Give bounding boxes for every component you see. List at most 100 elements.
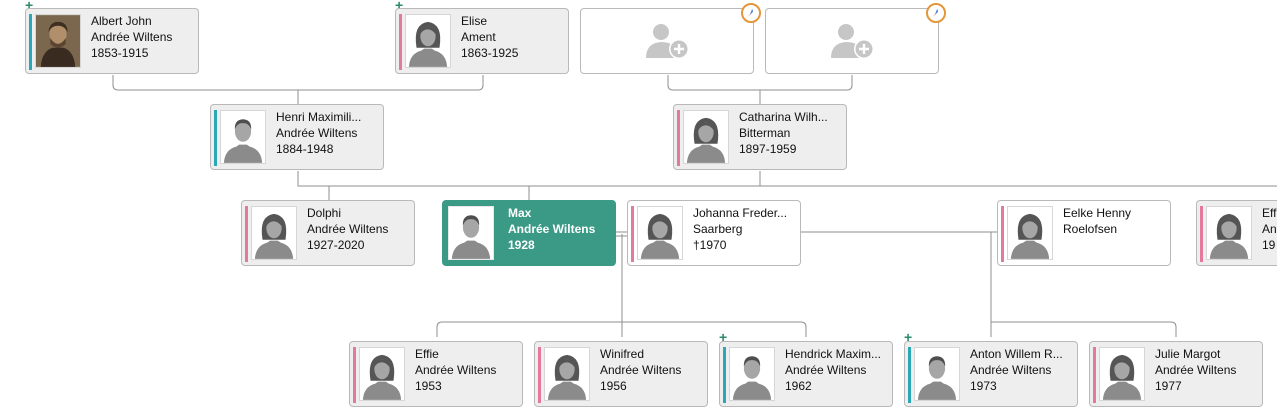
female-indicator (631, 206, 634, 262)
female-indicator (399, 14, 402, 70)
male-indicator (723, 347, 726, 403)
female-silhouette-icon (683, 110, 729, 164)
person-details: Max Andrée Wiltens 1928 (508, 205, 595, 253)
person-card-henri[interactable]: Henri Maximili... Andrée Wiltens 1884-19… (210, 104, 384, 170)
expand-parents-icon[interactable]: + (395, 0, 404, 13)
person-given-name: Eelke Henny (1063, 206, 1132, 220)
person-details: Hendrick Maxim... Andrée Wiltens 1962 (785, 346, 881, 394)
compass-icon[interactable] (741, 3, 761, 23)
person-given-name: Hendrick Maxim... (785, 347, 882, 361)
person-details: Johanna Freder... Saarberg †1970 (693, 205, 787, 253)
person-given-name: Max (508, 206, 532, 220)
female-indicator (245, 206, 248, 262)
female-indicator (1200, 206, 1203, 262)
female-indicator (353, 347, 356, 403)
female-silhouette-icon (1007, 206, 1053, 260)
add-mother-placeholder[interactable] (765, 3, 946, 74)
person-card-hendrick[interactable]: Hendrick Maxim... Andrée Wiltens 1962 (719, 341, 893, 407)
person-lifespan: 1953 (415, 379, 442, 393)
person-card-catharina[interactable]: Catharina Wilh... Bitterman 1897-1959 (673, 104, 847, 170)
person-given-name: Eff (1262, 206, 1277, 220)
female-silhouette-icon (544, 347, 590, 401)
person-lifespan: 1928 (508, 238, 535, 252)
person-lifespan: 1853-1915 (91, 46, 149, 60)
portrait-photo (35, 14, 81, 68)
female-silhouette-icon (1099, 347, 1145, 401)
person-card-johanna[interactable]: Johanna Freder... Saarberg †1970 (627, 200, 801, 266)
person-surname: Andrée Wiltens (508, 222, 596, 236)
female-indicator (538, 347, 541, 403)
person-card-max-selected[interactable]: Max Andrée Wiltens 1928 (442, 200, 616, 266)
expand-descendants-icon[interactable]: + (719, 329, 728, 345)
person-details: Catharina Wilh... Bitterman 1897-1959 (739, 109, 828, 157)
person-details: Julie Margot Andrée Wiltens 1977 (1155, 346, 1236, 394)
person-surname: Ament (461, 30, 496, 44)
add-person-icon (643, 21, 693, 61)
person-details: Anton Willem R... Andrée Wiltens 1973 (970, 346, 1063, 394)
person-surname: Andrée Wiltens (307, 222, 389, 236)
person-card-winifred[interactable]: Winifred Andrée Wiltens 1956 (534, 341, 708, 407)
compass-icon[interactable] (926, 3, 946, 23)
female-silhouette-icon (1206, 206, 1252, 260)
person-lifespan: 1956 (600, 379, 627, 393)
male-silhouette-icon (914, 347, 960, 401)
person-card-dolphi[interactable]: Dolphi Andrée Wiltens 1927-2020 (241, 200, 415, 266)
person-details: Henri Maximili... Andrée Wiltens 1884-19… (276, 109, 361, 157)
person-surname: Andrée Wiltens (1155, 363, 1237, 377)
person-card-partial[interactable]: Eff An 19 (1196, 200, 1277, 266)
person-given-name: Effie (415, 347, 439, 361)
person-lifespan: 1897-1959 (739, 142, 797, 156)
person-surname: Andrée Wiltens (970, 363, 1052, 377)
person-details: Eff An 19 (1262, 205, 1277, 253)
person-lifespan: 1977 (1155, 379, 1182, 393)
person-card-julie[interactable]: Julie Margot Andrée Wiltens 1977 (1089, 341, 1263, 407)
person-card-elise[interactable]: Elise Ament 1863-1925 (395, 8, 569, 74)
person-card-albert[interactable]: Albert John Andrée Wiltens 1853-1915 (25, 8, 199, 74)
person-given-name: Julie Margot (1155, 347, 1221, 361)
male-silhouette-icon (220, 110, 266, 164)
expand-parents-icon[interactable]: + (25, 0, 34, 13)
person-lifespan: †1970 (693, 238, 727, 252)
person-surname: Roelofsen (1063, 222, 1118, 236)
female-silhouette-icon (637, 206, 683, 260)
female-silhouette-icon (251, 206, 297, 260)
male-indicator (908, 347, 911, 403)
person-given-name: Dolphi (307, 206, 342, 220)
female-silhouette-icon (405, 14, 451, 68)
person-card-anton[interactable]: Anton Willem R... Andrée Wiltens 1973 (904, 341, 1078, 407)
male-silhouette-icon (729, 347, 775, 401)
add-person-icon (828, 21, 878, 61)
person-surname: Andrée Wiltens (415, 363, 497, 377)
female-indicator (1093, 347, 1096, 403)
person-surname: Andrée Wiltens (785, 363, 867, 377)
person-surname: Andrée Wiltens (276, 126, 358, 140)
person-details: Dolphi Andrée Wiltens 1927-2020 (307, 205, 388, 253)
person-lifespan: 1884-1948 (276, 142, 334, 156)
expand-descendants-icon[interactable]: + (904, 329, 913, 345)
person-details: Eelke Henny Roelofsen (1063, 205, 1131, 237)
person-lifespan: 1973 (970, 379, 997, 393)
person-given-name: Henri Maximili... (276, 110, 362, 124)
person-details: Winifred Andrée Wiltens 1956 (600, 346, 681, 394)
person-surname: Saarberg (693, 222, 743, 236)
person-card-eelke[interactable]: Eelke Henny Roelofsen (997, 200, 1171, 266)
female-silhouette-icon (359, 347, 405, 401)
person-given-name: Winifred (600, 347, 645, 361)
person-lifespan: 1962 (785, 379, 812, 393)
person-details: Elise Ament 1863-1925 (461, 13, 518, 61)
add-father-placeholder[interactable] (580, 3, 761, 74)
person-surname: An (1262, 222, 1277, 236)
female-indicator (1001, 206, 1004, 262)
person-details: Albert John Andrée Wiltens 1853-1915 (91, 13, 172, 61)
female-indicator (677, 110, 680, 166)
person-surname: Bitterman (739, 126, 791, 140)
person-card-effie[interactable]: Effie Andrée Wiltens 1953 (349, 341, 523, 407)
person-surname: Andrée Wiltens (600, 363, 682, 377)
male-silhouette-icon (448, 206, 494, 260)
person-lifespan: 19 (1262, 238, 1276, 252)
person-surname: Andrée Wiltens (91, 30, 173, 44)
person-given-name: Albert John (91, 14, 152, 28)
male-indicator (214, 110, 217, 166)
